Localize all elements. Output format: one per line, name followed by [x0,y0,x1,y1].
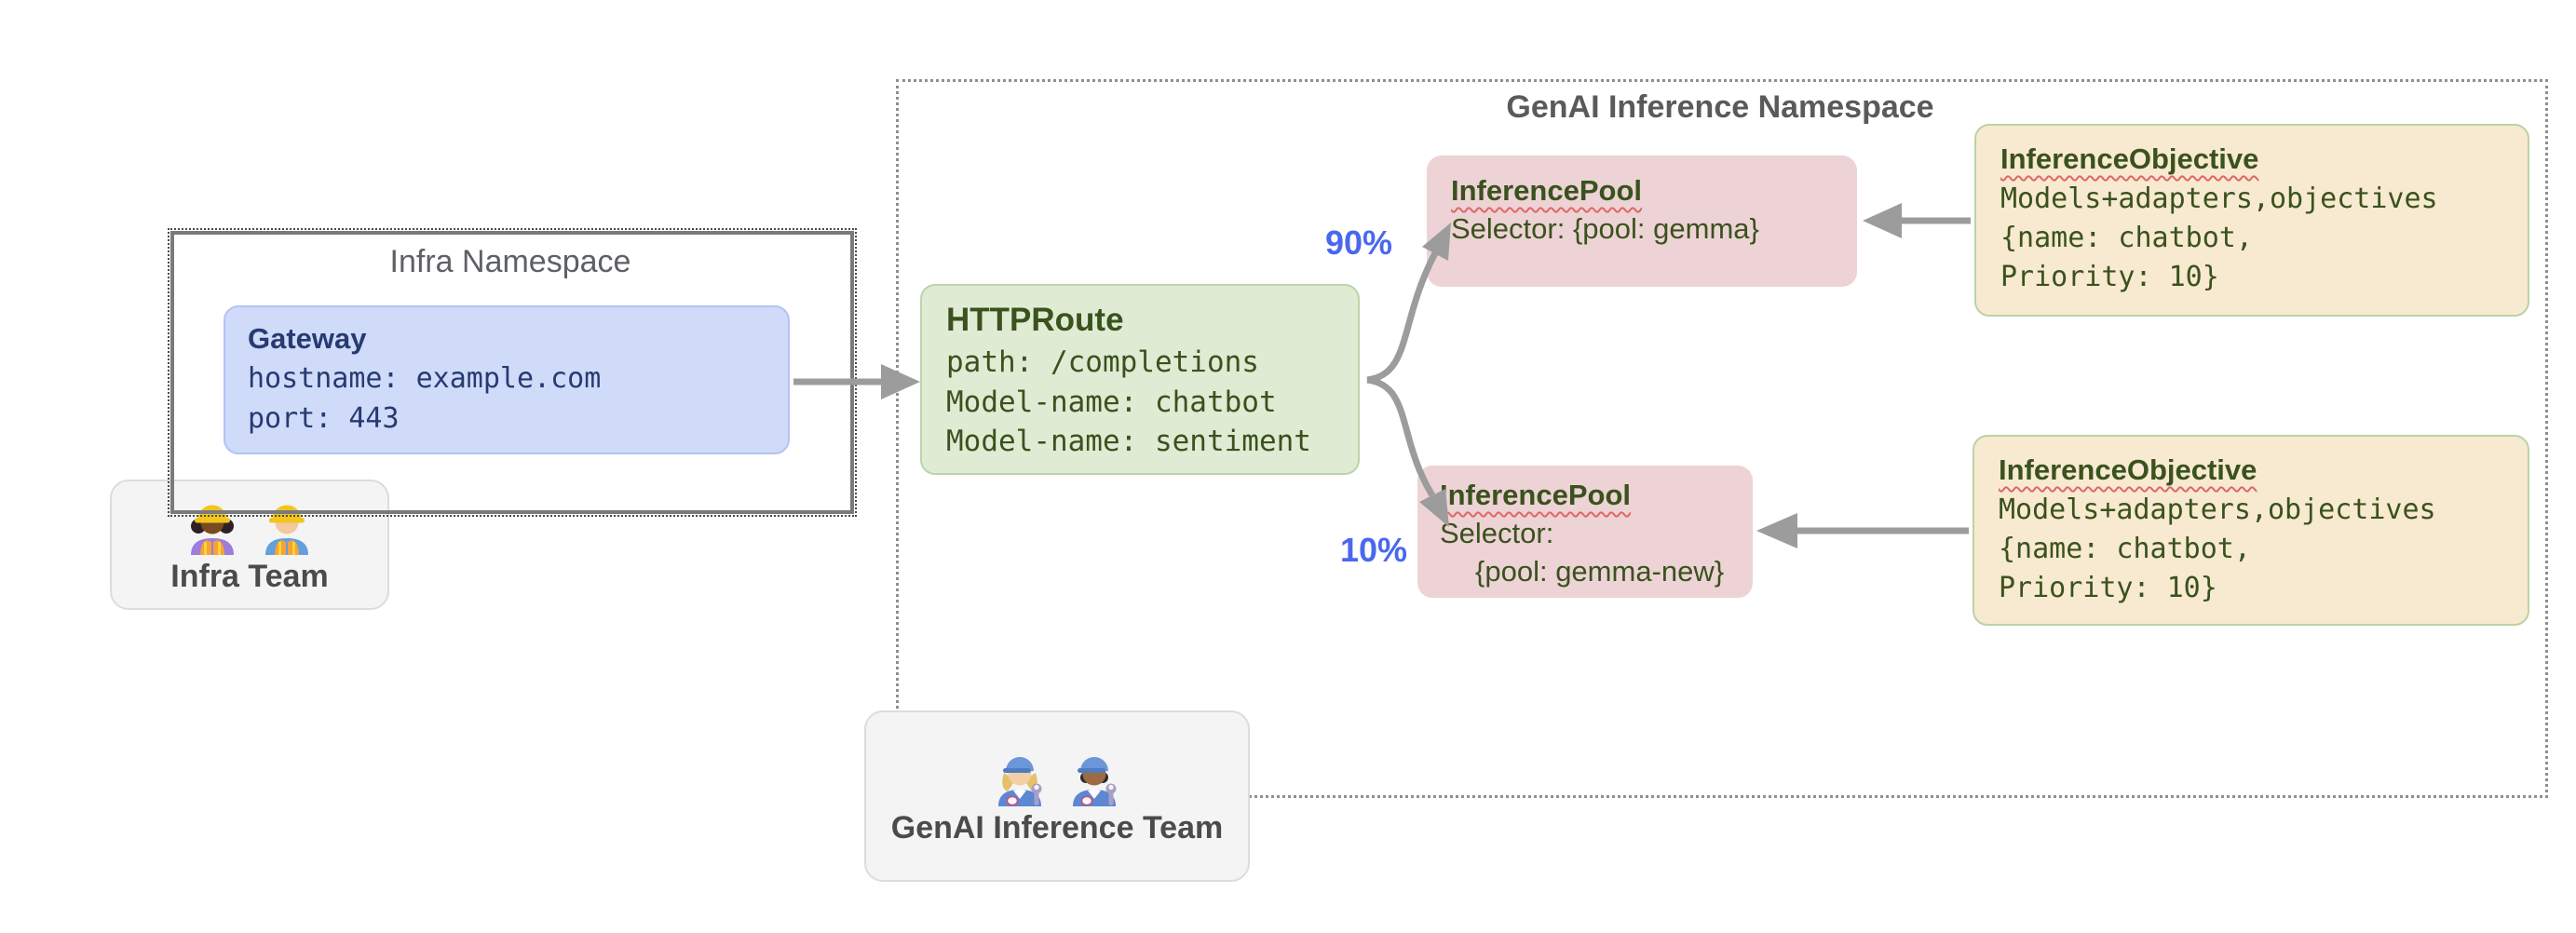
man-mechanic-icon [1073,756,1117,806]
gateway-hostname: hostname: example.com [248,362,602,396]
gateway-port: port: 443 [248,401,400,435]
infra-namespace-box [168,228,857,517]
inference-pool-gemma-new-node: InferencePool Selector: {pool: gemma-new… [1417,466,1753,598]
httproute-node: HTTPRoute path: /completions Model-name:… [920,284,1360,475]
inference-pool-selector: Selector: [1440,517,1554,550]
woman-construction-worker-icon [191,505,234,555]
inference-pool-title: InferencePool [1440,479,1631,511]
traffic-split-90-label: 90% [1324,223,1392,262]
httproute-path: path: /completions [946,345,1259,379]
httproute-model-2: Model-name: sentiment [946,425,1311,459]
infra-team-icons [183,495,317,555]
inference-objective-bottom-node: InferenceObjective Models+adapters,objec… [1973,435,2529,626]
gateway-title: Gateway [248,322,367,355]
infra-team-label: Infra Team [170,558,329,594]
infra-team-card: Infra Team [110,480,389,610]
genai-team-label: GenAI Inference Team [890,809,1224,845]
traffic-split-10-label: 10% [1339,531,1408,569]
objective-name-line: {name: chatbot, [1999,533,2251,566]
inference-pool-selector: Selector: {pool: gemma} [1451,212,1759,246]
objective-models-line: Models+adapters,objectives [1999,494,2436,527]
objective-models-line: Models+adapters,objectives [2000,183,2438,216]
infra-namespace-title: Infra Namespace [389,244,631,279]
httproute-model-1: Model-name: chatbot [946,385,1277,419]
objective-priority-line: Priority: 10} [1999,572,2217,605]
genai-team-icons [990,747,1124,806]
inference-objective-title: InferenceObjective [2000,142,2259,175]
inference-pool-title: InferencePool [1451,174,1642,207]
httproute-title: HTTPRoute [946,302,1124,338]
inference-pool-selector-value: {pool: gemma-new} [1475,555,1725,588]
objective-priority-line: Priority: 10} [2000,261,2219,294]
inference-objective-top-node: InferenceObjective Models+adapters,objec… [1974,124,2529,317]
genai-namespace-title: GenAI Inference Namespace [1506,89,1934,125]
genai-namespace-box [896,79,2548,798]
inference-objective-title: InferenceObjective [1999,453,2257,486]
woman-mechanic-icon [998,756,1042,806]
objective-name-line: {name: chatbot, [2000,222,2253,255]
gateway-node: Gateway hostname: example.com port: 443 [224,305,790,454]
inference-pool-gemma-node: InferencePool Selector: {pool: gemma} [1427,156,1857,287]
genai-team-card: GenAI Inference Team [864,710,1250,882]
